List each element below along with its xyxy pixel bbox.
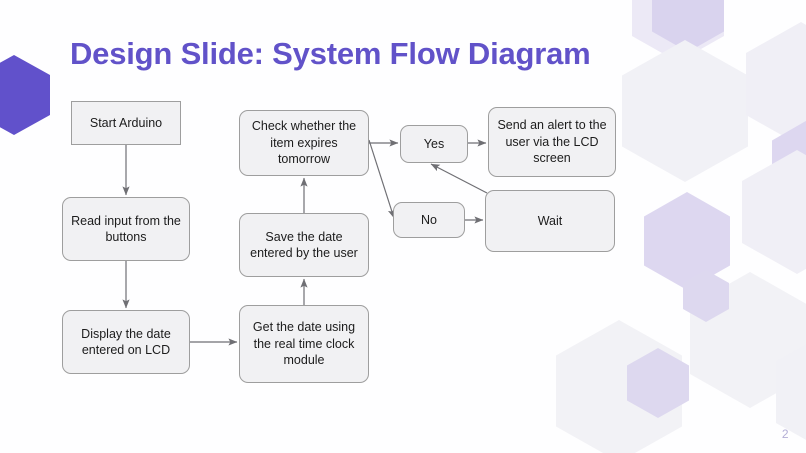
flow-node-label: Yes [423, 136, 445, 151]
flow-node-label: No [421, 212, 437, 227]
flow-node-sendalert[interactable]: Send an alert to the user via the LCD sc… [488, 107, 616, 177]
flow-node-no[interactable]: No [393, 202, 465, 238]
flow-node-read[interactable]: Read input from the buttons [62, 197, 190, 261]
flow-node-wait[interactable]: Wait [485, 190, 615, 252]
page-title: Design Slide: System Flow Diagram [70, 36, 591, 71]
flow-node-label: Save the date entered by the user [250, 229, 358, 261]
edge-wait-yes [430, 163, 488, 194]
flow-node-label: Start Arduino [89, 115, 163, 130]
flow-node-label: Wait [537, 213, 563, 228]
flow-node-label: Get the date using the real time clock m… [252, 320, 356, 368]
flow-node-label: Send an alert to the user via the LCD sc… [497, 118, 607, 166]
flow-node-label: Display the date entered on LCD [81, 326, 171, 358]
flow-node-start[interactable]: Start Arduino [71, 101, 181, 145]
flow-node-savedate[interactable]: Save the date entered by the user [239, 213, 369, 277]
edge-check-no [368, 139, 395, 219]
flow-node-yes[interactable]: Yes [400, 125, 468, 163]
flow-node-getdate[interactable]: Get the date using the real time clock m… [239, 305, 369, 383]
flow-node-display[interactable]: Display the date entered on LCD [62, 310, 190, 374]
page-number: 2 [781, 427, 789, 441]
flow-node-check[interactable]: Check whether the item expires tomorrow [239, 110, 369, 176]
flow-node-label: Read input from the buttons [71, 213, 181, 245]
flow-node-label: Check whether the item expires tomorrow [251, 119, 357, 167]
